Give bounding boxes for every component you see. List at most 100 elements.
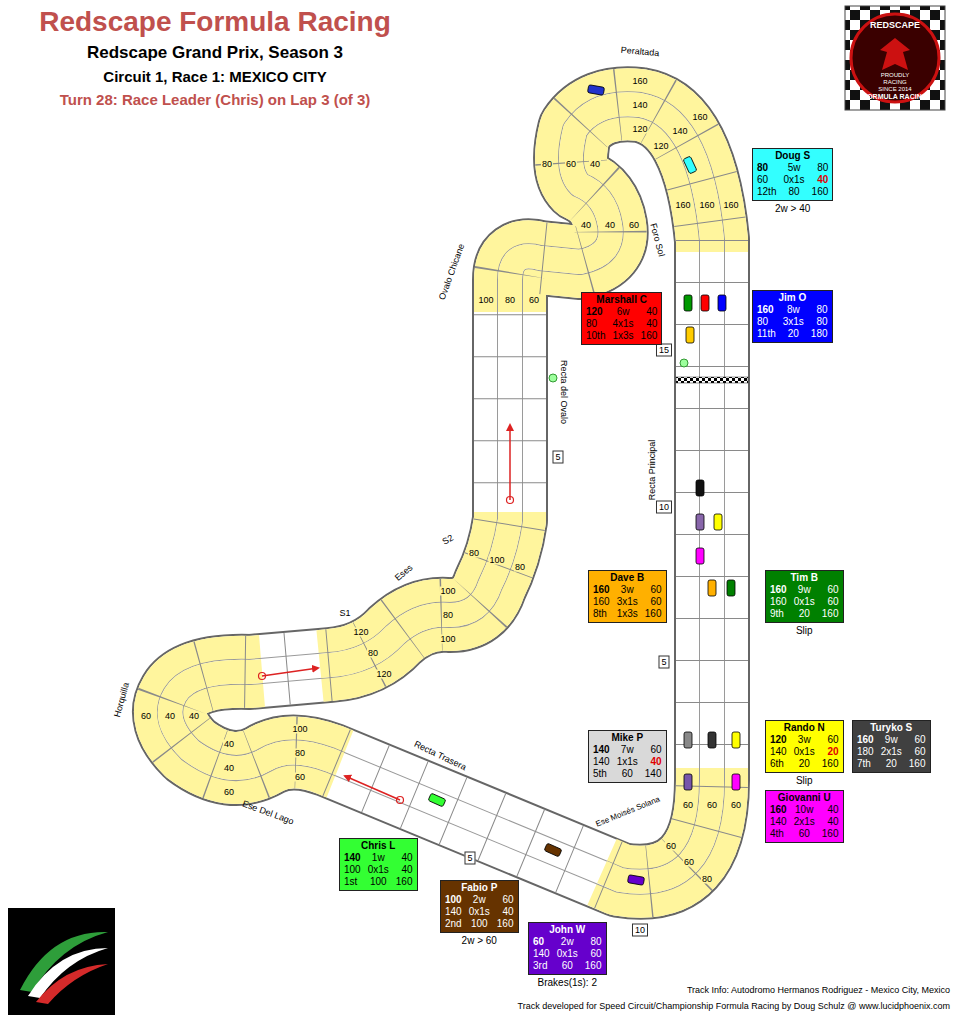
- stat-cell: 1st: [344, 876, 361, 888]
- card-note: 2w > 60: [462, 935, 497, 946]
- stat-grid: 1203w601400x1s206th20160: [770, 734, 839, 770]
- stat-grid: 1609w601600x1s609th20160: [770, 584, 839, 620]
- driver-card: Turyko S1609w601802x1s607th20160: [852, 720, 931, 773]
- space-marker: 5: [552, 451, 563, 464]
- corner-speed: 40: [223, 740, 235, 749]
- stat-cell: 2x1s: [794, 816, 815, 828]
- driver-card: Mike P1407w601401x1s405th60140: [588, 730, 667, 783]
- driver-card: Tim B1609w601600x1s609th20160Slip: [765, 570, 844, 623]
- driver-name: Rando N: [770, 722, 839, 734]
- corner-speed: 60: [294, 773, 306, 782]
- corner-speed: 60: [565, 160, 577, 169]
- card-note: Slip: [796, 775, 813, 786]
- space-marker: 10: [656, 501, 672, 514]
- stat-cell: 20: [822, 746, 839, 758]
- race-car: [684, 732, 692, 748]
- corner-speed: 60: [628, 221, 640, 230]
- track-name: Horquilla: [113, 682, 131, 719]
- track-name: Ese Moisés Solana: [595, 795, 661, 828]
- stat-cell: 100: [469, 918, 490, 930]
- corner-speed: 100: [439, 587, 456, 596]
- footer-note: Track Info: Autodromo Hermanos Rodriguez…: [687, 986, 950, 995]
- corner-speed: 80: [541, 160, 553, 169]
- driver-name: Marshall C: [586, 294, 657, 306]
- corner-speed: 160: [631, 77, 648, 86]
- move-arrow: [509, 425, 511, 500]
- race-car: [718, 295, 726, 311]
- stat-cell: 6w: [612, 306, 633, 318]
- stat-cell: 140: [593, 756, 610, 768]
- stat-cell: 7w: [617, 744, 638, 756]
- stat-cell: 80: [757, 162, 776, 174]
- track-surface: [170, 104, 712, 881]
- stat-cell: 80: [586, 318, 605, 330]
- stat-cell: 100: [445, 894, 462, 906]
- stat-cell: 120: [586, 306, 605, 318]
- stat-cell: 60: [757, 174, 776, 186]
- stat-grid: 1608w80803x1s8011th20180: [757, 304, 828, 340]
- lane-line: [170, 104, 712, 881]
- race-car: [714, 514, 722, 530]
- stat-grid: 1401w401000x1s401st100160: [344, 852, 413, 888]
- track-name: Ovalo Chicane: [438, 243, 467, 302]
- stat-cell: 3x1s: [783, 316, 804, 328]
- stat-cell: 80: [811, 304, 828, 316]
- logo-text: REDSCAPE: [870, 21, 920, 30]
- corner-speed: 100: [488, 556, 505, 565]
- stat-cell: 60: [585, 948, 602, 960]
- corner-speed: 60: [223, 788, 235, 797]
- stat-cell: 0x1s: [368, 864, 389, 876]
- stat-cell: 8w: [783, 304, 804, 316]
- stat-grid: 805w80600x1s4012th80160: [757, 162, 828, 198]
- move-arrow: [262, 668, 318, 676]
- driver-card: Chris L1401w401000x1s401st100160: [339, 838, 418, 891]
- driver-name: Tim B: [770, 572, 839, 584]
- race-car: [684, 295, 692, 311]
- corner-speed: 60: [683, 858, 695, 867]
- stat-cell: 80: [811, 316, 828, 328]
- stat-cell: 60: [909, 734, 926, 746]
- stat-cell: 160: [396, 876, 413, 888]
- corner-speed: 60: [682, 801, 694, 810]
- race-car: [696, 514, 704, 530]
- driver-name: John W: [533, 924, 602, 936]
- driver-name: Dave B: [593, 572, 662, 584]
- track-name: Recta del Ovalo: [559, 360, 568, 424]
- corner-speed: 100: [291, 725, 308, 734]
- stat-cell: 140: [770, 816, 787, 828]
- track-name: Peraltada: [620, 46, 659, 58]
- stat-cell: 10th: [586, 330, 605, 342]
- corner-speed: 80: [468, 549, 480, 558]
- pit-dot: [680, 359, 688, 367]
- stat-cell: 60: [617, 768, 638, 780]
- header-line: Redscape Grand Prix, Season 3: [87, 44, 343, 61]
- stat-cell: 9w: [881, 734, 902, 746]
- race-car: [428, 793, 446, 807]
- stat-cell: 140: [533, 948, 550, 960]
- space-tick: [170, 104, 712, 881]
- corner-speed: 80: [514, 563, 526, 572]
- stat-cell: 4x1s: [612, 318, 633, 330]
- corner-speed: 160: [674, 201, 691, 210]
- driver-name: Jim O: [757, 292, 828, 304]
- stat-cell: 3w: [617, 584, 638, 596]
- stat-grid: 1603w601603x1s608th1x3s160: [593, 584, 662, 620]
- move-dot: [507, 497, 514, 504]
- stat-cell: 40: [641, 306, 658, 318]
- stat-cell: 60: [497, 894, 514, 906]
- stat-cell: 8th: [593, 608, 610, 620]
- start-line: [676, 377, 748, 383]
- logo-swoosh: [36, 964, 108, 1004]
- stat-cell: 60: [557, 960, 578, 972]
- track-name: Foro Sol: [648, 222, 665, 257]
- stat-cell: 20: [794, 608, 815, 620]
- stat-cell: 160: [641, 330, 658, 342]
- stat-cell: 3x1s: [617, 596, 638, 608]
- page-title: Redscape Formula Racing: [39, 8, 391, 36]
- move-dot: [259, 673, 266, 680]
- stat-cell: 40: [641, 318, 658, 330]
- corner-speed: 60: [140, 712, 152, 721]
- stat-grid: 602w801400x1s603rd60160: [533, 936, 602, 972]
- stat-grid: 1609w601802x1s607th20160: [857, 734, 926, 770]
- race-car: [732, 732, 740, 748]
